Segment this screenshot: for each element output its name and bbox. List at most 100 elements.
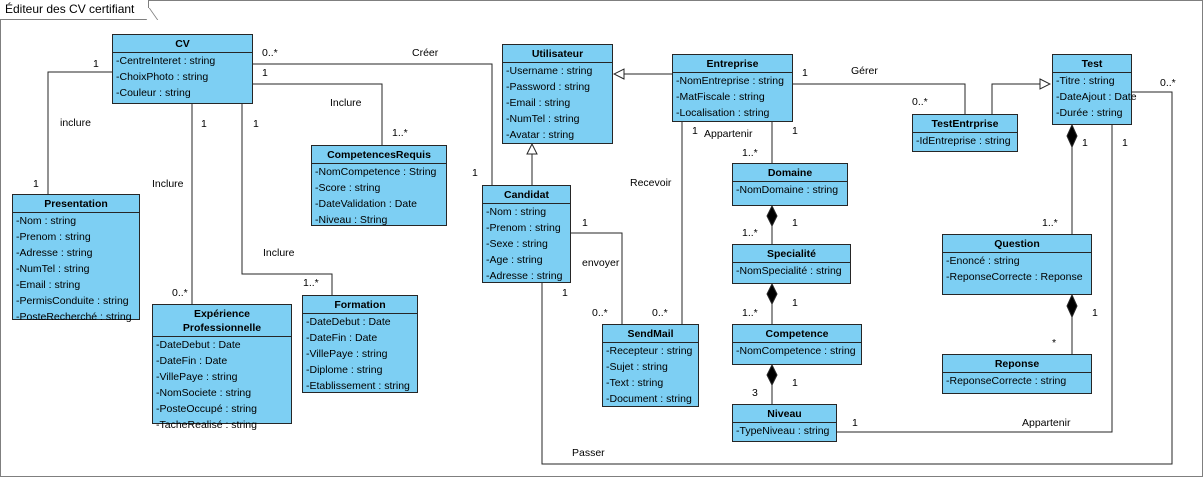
multiplicity: 0..* — [1160, 77, 1176, 89]
attribute: -Niveau : String — [315, 214, 388, 226]
class-name: Niveau — [733, 405, 836, 423]
link-cv-candidat — [253, 63, 493, 185]
class-presentation[interactable]: Presentation -Nom : string -Prenom : str… — [12, 194, 140, 323]
attribute: -Avatar : string — [506, 129, 575, 141]
multiplicity: 1 — [253, 118, 259, 130]
attribute: -PermisConduite : string — [16, 295, 129, 307]
attribute: -ReponseCorrecte : string — [946, 375, 1067, 387]
class-reponse[interactable]: Reponse -ReponseCorrecte : string — [942, 354, 1092, 394]
attribute: -CentreInteret : string — [116, 55, 216, 67]
class-question[interactable]: Question -Enoncé : string -ReponseCorrec… — [942, 234, 1092, 295]
multiplicity: 1..* — [742, 307, 758, 319]
link-cv-presentation — [47, 71, 112, 194]
link-candidat-sendmail — [571, 232, 623, 324]
class-name: Utilisateur — [503, 45, 612, 63]
class-name: TestEntrprise — [913, 115, 1017, 133]
link-entreprise-testentreprise — [793, 83, 966, 114]
class-domaine[interactable]: Domaine -NomDomaine : string — [732, 163, 848, 206]
class-name: CV — [113, 35, 252, 53]
association-label: envoyer — [582, 257, 620, 269]
class-utilisateur[interactable]: Utilisateur -Username : string -Password… — [502, 44, 613, 144]
attribute: -Prenom : string — [486, 222, 561, 234]
multiplicity: 1..* — [742, 147, 758, 159]
attribute: -Email : string — [506, 97, 571, 109]
link-test-niveau — [837, 125, 1113, 433]
multiplicity: 1 — [1082, 137, 1088, 149]
multiplicity: 1..* — [303, 277, 319, 289]
class-cv[interactable]: CV -CentreInteret : string -ChoixPhoto :… — [112, 34, 253, 104]
attribute: -Diplome : string — [306, 364, 383, 376]
attribute: -NomEntreprise : string — [676, 75, 784, 87]
multiplicity: 1 — [852, 417, 858, 429]
attribute: -Localisation : string — [676, 107, 770, 119]
attribute: -TypeNiveau : string — [736, 425, 830, 437]
attribute: -DateValidation : Date — [315, 198, 417, 210]
attribute: -DateFin : Date — [306, 332, 378, 344]
attribute: -Couleur : string — [116, 87, 191, 99]
multiplicity: 1 — [582, 217, 588, 229]
attribute: -VillePaye : string — [306, 348, 388, 360]
class-name: Formation — [303, 296, 417, 314]
class-formation[interactable]: Formation -DateDebut : Date -DateFin : D… — [302, 295, 418, 393]
class-name: Competence — [733, 325, 861, 343]
multiplicity: 1 — [562, 287, 568, 299]
multiplicity: 0..* — [592, 307, 608, 319]
attribute: -Durée : string — [1056, 107, 1123, 119]
multiplicity: 0..* — [172, 287, 188, 299]
association-label: Inclure — [330, 97, 362, 109]
class-testentreprise[interactable]: TestEntrprise -IdEntreprise : string — [912, 114, 1018, 152]
attribute: -Adresse : string — [486, 270, 563, 282]
attribute: -DateDebut : Date — [156, 339, 241, 351]
attribute: -Password : string — [506, 81, 591, 93]
attribute: -Enoncé : string — [946, 255, 1020, 267]
composition-diamond-test — [1066, 123, 1078, 149]
class-name: Specialité — [733, 245, 850, 263]
class-niveau[interactable]: Niveau -TypeNiveau : string — [732, 404, 837, 442]
multiplicity: 1 — [1122, 137, 1128, 149]
class-name: CompetencesRequis — [312, 146, 446, 164]
generalization-testentreprise-test — [991, 84, 1050, 114]
attribute: -NumTel : string — [16, 263, 90, 275]
class-sendmail[interactable]: SendMail -Recepteur : string -Sujet : st… — [602, 324, 699, 407]
attribute: -NomDomaine : string — [736, 184, 839, 196]
multiplicity: 1..* — [1042, 217, 1058, 229]
attribute: -Nom : string — [486, 206, 547, 218]
class-name: Test — [1053, 55, 1131, 73]
multiplicity: 1 — [792, 377, 798, 389]
class-entreprise[interactable]: Entreprise -NomEntreprise : string -MatF… — [672, 54, 793, 122]
class-test[interactable]: Test -Titre : string -DateAjout : Date -… — [1052, 54, 1137, 125]
multiplicity: 1 — [792, 125, 798, 137]
attribute: -VillePaye : string — [156, 371, 238, 383]
multiplicity: 1..* — [392, 127, 408, 139]
class-name: Question — [943, 235, 1091, 253]
class-competence[interactable]: Competence -NomCompetence : string — [732, 324, 862, 365]
class-candidat[interactable]: Candidat -Nom : string -Prenom : string … — [482, 185, 571, 283]
composition-diamond-competence — [766, 363, 778, 387]
class-name: Candidat — [483, 186, 570, 204]
multiplicity: 1 — [262, 67, 268, 79]
multiplicity: 0..* — [912, 96, 928, 108]
attribute: -PosteRecherché : string — [16, 311, 132, 323]
attribute: -IdEntreprise : string — [916, 135, 1011, 147]
attribute: -Document : string — [606, 393, 692, 405]
multiplicity: 1 — [1092, 307, 1098, 319]
attribute: -Score : string — [315, 182, 381, 194]
association-label: Inclure — [263, 247, 295, 259]
attribute: -Email : string — [16, 279, 81, 291]
composition-diamond-domaine — [766, 204, 778, 228]
class-specialite[interactable]: Specialité -NomSpecialité : string — [732, 244, 851, 284]
diagram-title: Éditeur des CV certifiant — [0, 0, 150, 20]
attribute: -NomSociete : string — [156, 387, 252, 399]
attribute: -NomCompetence : string — [736, 345, 856, 357]
class-experience[interactable]: Expérience Professionnelle -DateDebut : … — [152, 304, 292, 431]
attribute: -TacheRealisé : string — [156, 419, 257, 431]
class-name: Expérience Professionnelle — [153, 305, 291, 337]
multiplicity: 1 — [792, 297, 798, 309]
multiplicity: 0..* — [652, 307, 668, 319]
association-label: Inclure — [152, 178, 184, 190]
attribute: -Adresse : string — [16, 247, 93, 259]
composition-diamond-question — [1066, 293, 1078, 319]
class-competencesrequis[interactable]: CompetencesRequis -NomCompetence : Strin… — [311, 145, 447, 226]
